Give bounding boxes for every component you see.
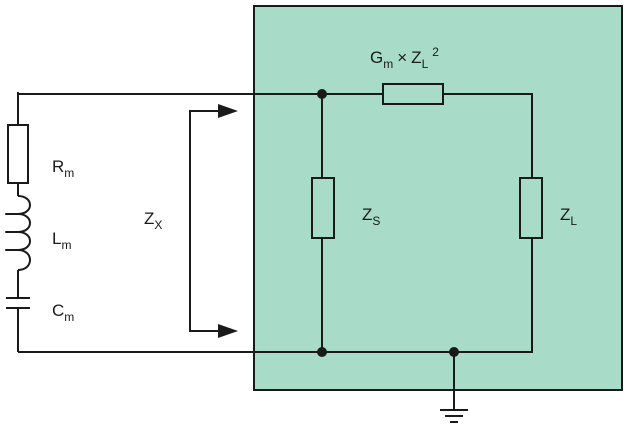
rm-resistor-icon bbox=[7, 124, 29, 184]
cm-label: Cm bbox=[52, 301, 74, 324]
lm-inductor-icon bbox=[5, 195, 31, 271]
sensor-panel bbox=[253, 5, 623, 391]
zl-resistor-icon bbox=[519, 177, 543, 239]
junction-dot-bottom-left bbox=[317, 347, 327, 357]
zs-label: ZS bbox=[362, 205, 380, 228]
arrow-icon-top bbox=[218, 104, 238, 118]
top-wire bbox=[17, 92, 533, 120]
zs-resistor-icon bbox=[311, 177, 335, 239]
ground-icon bbox=[440, 409, 468, 423]
lm-label: Lm bbox=[52, 229, 71, 252]
arrow-icon-bottom bbox=[218, 324, 238, 338]
gain-label: Gm×ZL2 bbox=[370, 45, 439, 71]
junction-dot-top bbox=[317, 89, 327, 99]
zx-label: ZX bbox=[144, 209, 162, 232]
rm-label: Rm bbox=[52, 157, 74, 180]
zx-bracket bbox=[189, 110, 222, 332]
bottom-wire bbox=[18, 238, 533, 353]
gain-resistor-icon bbox=[382, 83, 444, 105]
zl-label: ZL bbox=[560, 205, 577, 228]
